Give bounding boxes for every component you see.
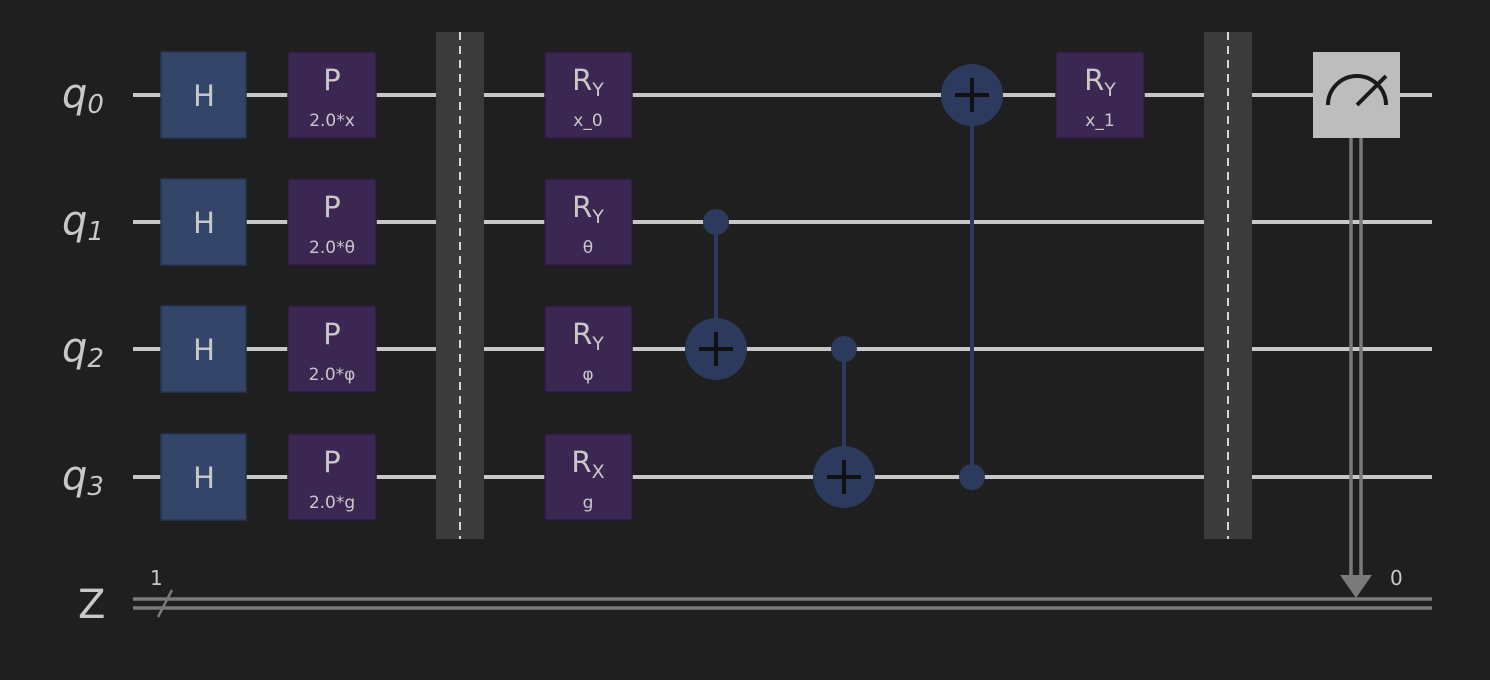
svg-text:RX: RX bbox=[571, 445, 604, 483]
bus-width-slash bbox=[156, 589, 174, 618]
qubit-label-q1: q1 bbox=[62, 198, 104, 247]
svg-text:2.0*θ: 2.0*θ bbox=[309, 238, 355, 258]
cnot-q1-q2 bbox=[685, 209, 747, 380]
ry-gate-q2: RY φ bbox=[544, 305, 633, 393]
h-gate-q0: H bbox=[160, 51, 247, 139]
control-dot bbox=[959, 464, 985, 490]
meter-icon bbox=[1326, 74, 1388, 107]
svg-text:P: P bbox=[323, 445, 341, 479]
h-gate-q1: H bbox=[160, 178, 247, 266]
ry-gate-q0-final: RY x_1 bbox=[1055, 51, 1145, 139]
svg-text:H: H bbox=[193, 79, 215, 113]
phase-gate-q0: P 2.0*x bbox=[287, 51, 377, 139]
svg-text:P: P bbox=[323, 63, 341, 97]
barrier-2 bbox=[1204, 32, 1252, 539]
svg-text:H: H bbox=[193, 461, 215, 495]
h-gate-column: H H H H bbox=[160, 51, 247, 521]
phase-gate-column: P 2.0*x P 2.0*θ P 2.0*φ P 2.0*g bbox=[287, 51, 377, 521]
svg-text:2.0*x: 2.0*x bbox=[309, 111, 355, 131]
svg-text:P: P bbox=[323, 317, 341, 351]
svg-text:g: g bbox=[583, 493, 594, 513]
svg-text:RY: RY bbox=[572, 63, 604, 101]
ry-gate-q1: RY θ bbox=[544, 178, 633, 266]
phase-gate-q3: P 2.0*g bbox=[287, 433, 377, 521]
svg-text:2.0*g: 2.0*g bbox=[309, 493, 355, 513]
cnot-q3-q0 bbox=[941, 64, 1003, 490]
control-dot bbox=[831, 336, 857, 362]
control-dot bbox=[703, 209, 729, 235]
classical-register-label: Z bbox=[78, 582, 105, 628]
svg-text:P: P bbox=[323, 190, 341, 224]
svg-text:H: H bbox=[193, 206, 215, 240]
h-gate-q2: H bbox=[160, 305, 247, 393]
qubit-label-q3: q3 bbox=[62, 453, 104, 502]
cnot-q2-q3 bbox=[813, 336, 875, 508]
rotation-gate-column: RY x_0 RY θ RY φ RX g bbox=[544, 51, 633, 521]
svg-text:RY: RY bbox=[1084, 63, 1116, 101]
h-gate-q3: H bbox=[160, 433, 247, 521]
clbit-index-label: 0 bbox=[1390, 566, 1403, 590]
svg-text:2.0*φ: 2.0*φ bbox=[309, 365, 356, 385]
qubit-labels: q0 q1 q2 q3 Z 1 0 bbox=[62, 71, 1403, 628]
phase-gate-q1: P 2.0*θ bbox=[287, 178, 377, 266]
measure-arrow-icon bbox=[1340, 575, 1372, 598]
svg-text:φ: φ bbox=[582, 365, 593, 385]
svg-text:x_1: x_1 bbox=[1085, 111, 1114, 131]
svg-text:θ: θ bbox=[583, 238, 593, 258]
rx-gate-q3: RX g bbox=[544, 433, 633, 521]
phase-gate-q2: P 2.0*φ bbox=[287, 305, 377, 393]
qubit-label-q0: q0 bbox=[62, 71, 104, 120]
svg-text:RY: RY bbox=[572, 317, 604, 355]
barrier-1 bbox=[436, 32, 484, 539]
measure-gate-q0 bbox=[1313, 52, 1400, 598]
classical-wire bbox=[133, 589, 1432, 618]
svg-text:H: H bbox=[193, 333, 215, 367]
svg-text:RY: RY bbox=[572, 190, 604, 228]
svg-text:x_0: x_0 bbox=[573, 111, 602, 131]
qubit-label-q2: q2 bbox=[62, 325, 104, 374]
ry-gate-q0: RY x_0 bbox=[544, 51, 633, 139]
register-width-label: 1 bbox=[150, 566, 163, 590]
